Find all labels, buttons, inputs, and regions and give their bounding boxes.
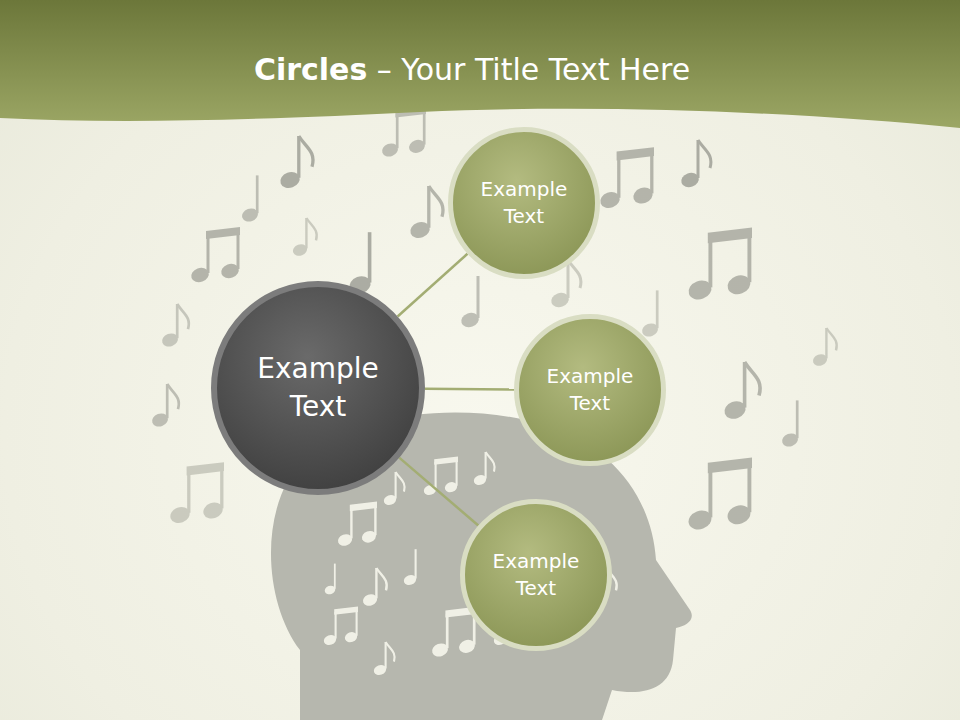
- circle-label: Example Text: [474, 176, 574, 230]
- music-note: [686, 228, 753, 303]
- music-note: [160, 304, 189, 349]
- circle-outline: [514, 314, 666, 466]
- example-circle: Example Text: [460, 499, 612, 651]
- music-note: [459, 276, 481, 330]
- music-note: [291, 218, 316, 258]
- music-note: [598, 147, 655, 210]
- music-note: [382, 472, 404, 507]
- music-note: [361, 568, 386, 608]
- music-note: [780, 400, 800, 448]
- music-note: [323, 564, 336, 596]
- connector-line: [425, 388, 514, 391]
- connector-line: [398, 254, 468, 317]
- circle-outline: [211, 281, 425, 495]
- header-band: [0, 0, 960, 128]
- music-note: [322, 606, 358, 646]
- music-note: [472, 452, 494, 487]
- music-notes: [150, 107, 837, 677]
- music-note: [722, 362, 760, 422]
- music-note: [422, 456, 458, 496]
- example-circle: Example Text: [514, 314, 666, 466]
- music-note: [430, 607, 477, 659]
- music-note: [278, 136, 313, 191]
- music-note: [336, 502, 377, 548]
- circle-label: Example Text: [253, 350, 383, 426]
- slide-title: Circles – Your Title Text Here: [0, 52, 944, 87]
- music-note: [811, 328, 836, 368]
- music-note: [150, 384, 179, 429]
- connector-line: [399, 458, 478, 526]
- circle-outline: [448, 127, 600, 279]
- music-note: [402, 549, 417, 587]
- example-circle: Example Text: [448, 127, 600, 279]
- music-note: [372, 642, 394, 677]
- music-note: [679, 140, 711, 190]
- music-note: [168, 462, 225, 525]
- music-note: [240, 175, 260, 223]
- circle-label: Example Text: [486, 548, 586, 602]
- music-note: [189, 227, 241, 285]
- music-note: [408, 186, 443, 241]
- main-circle: Example Text: [211, 281, 425, 495]
- music-note: [686, 458, 753, 533]
- circle-label: Example Text: [540, 363, 640, 417]
- circle-outline: [460, 499, 612, 651]
- music-note: [380, 107, 427, 159]
- music-note: [640, 290, 660, 338]
